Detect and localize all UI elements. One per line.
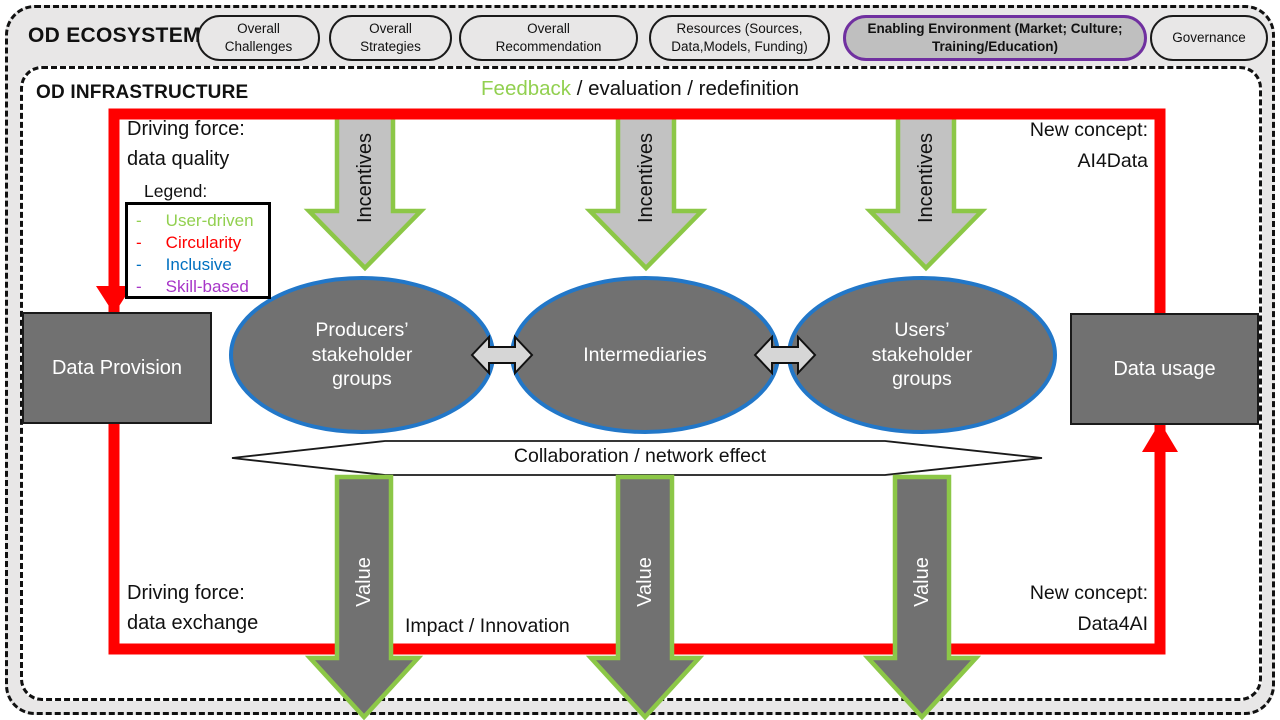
incentives-arrow-left: [303, 112, 427, 272]
double-arrow-intermediaries-users: [753, 334, 817, 376]
legend-title: Legend:: [139, 181, 213, 202]
value-arrow-left: [304, 474, 424, 720]
pill-overall-recommendation[interactable]: Overall Recommendation: [459, 15, 638, 61]
pill-governance[interactable]: Governance: [1150, 15, 1268, 61]
legend-label: Skill-based: [165, 277, 249, 296]
legend-bullet: -: [136, 277, 142, 296]
legend-label: User-driven: [165, 211, 254, 230]
data-usage-node: Data usage: [1070, 313, 1259, 425]
feedback-word: Feedback: [481, 77, 572, 100]
red-arrowhead-into-data-provision: [96, 286, 132, 314]
pill-resources[interactable]: Resources (Sources, Data,Models, Funding…: [649, 15, 830, 61]
driving-force-bottom-note: Driving force: data exchange: [127, 582, 259, 634]
value-label-left: Value: [352, 557, 375, 607]
legend-bullet: -: [136, 233, 142, 252]
value-arrow-right: [862, 474, 982, 720]
double-arrow-producers-intermediaries: [470, 334, 534, 376]
incentives-label-middle: Incentives: [634, 132, 657, 224]
ecosystem-title: OD ECOSYSTEM: [28, 24, 201, 47]
collaboration-label: Collaboration / network effect: [513, 445, 767, 467]
value-label-right: Value: [910, 557, 933, 607]
legend-item-inclusive: - Inclusive: [136, 254, 268, 276]
feedback-rest: / evaluation / redefinition: [571, 77, 799, 100]
incentives-arrow-middle: [584, 112, 708, 272]
red-arrowhead-into-data-usage: [1142, 422, 1178, 452]
value-label-middle: Value: [633, 557, 656, 607]
legend-label: Circularity: [165, 233, 242, 252]
new-concept-top-note: New concept: AI4Data: [1029, 119, 1148, 173]
value-arrow-middle: [585, 474, 705, 720]
pill-enabling-environment-selected[interactable]: Enabling Environment (Market; Culture; T…: [843, 15, 1147, 61]
feedback-caption: Feedback / evaluation / redefinition: [340, 77, 940, 101]
incentives-label-left: Incentives: [353, 132, 376, 224]
impact-innovation-label: Impact / Innovation: [405, 615, 570, 637]
infrastructure-title: OD INFRASTRUCTURE: [36, 82, 249, 103]
legend-item-user-driven: - User-driven: [136, 210, 268, 232]
new-concept-bottom-note: New concept: Data4AI: [1029, 582, 1148, 636]
red-circularity-loop: [108, 108, 1166, 655]
legend-label: Inclusive: [165, 255, 232, 274]
legend-item-circularity: - Circularity: [136, 232, 268, 254]
data-provision-node: Data Provision: [22, 312, 212, 424]
legend-box: - User-driven - Circularity - Inclusive - Sk…: [125, 202, 271, 299]
legend-item-skill-based: - Skill-based: [136, 276, 268, 298]
users-node-label: Users’ stakeholder groups: [871, 318, 973, 391]
driving-force-top-note: Driving force: data quality: [127, 118, 245, 170]
producers-node-label: Producers’ stakeholder groups: [311, 318, 413, 391]
pill-overall-strategies[interactable]: Overall Strategies: [329, 15, 452, 61]
intermediaries-node-label: Intermediaries: [583, 343, 707, 366]
incentives-label-right: Incentives: [914, 132, 937, 224]
pill-overall-challenges[interactable]: Overall Challenges: [197, 15, 320, 61]
legend-bullet: -: [136, 211, 142, 230]
legend-bullet: -: [136, 255, 142, 274]
incentives-arrow-right: [864, 112, 988, 272]
